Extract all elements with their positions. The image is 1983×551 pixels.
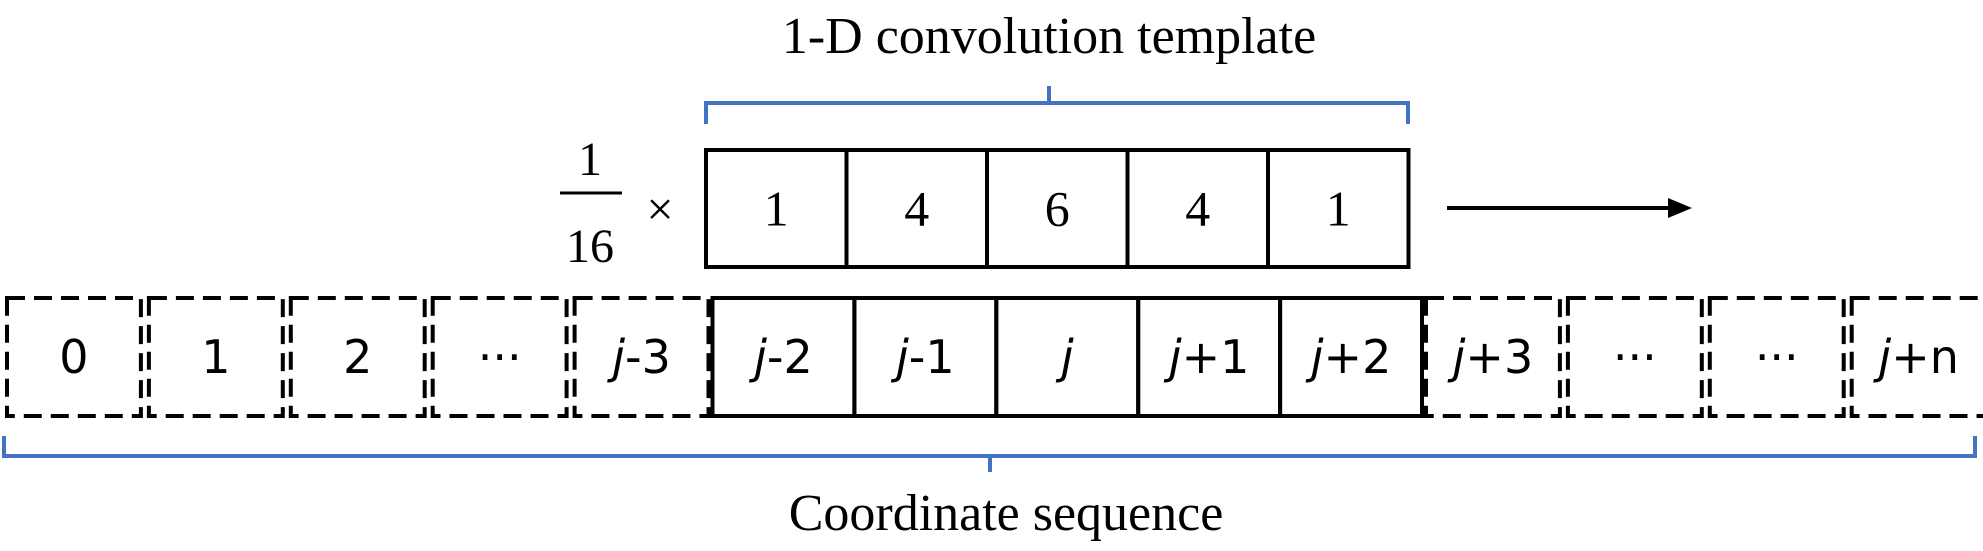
sequence-bracket <box>2 436 1977 472</box>
kernel-value: 6 <box>1045 181 1070 237</box>
sequence-label: ··· <box>1613 330 1657 384</box>
sequence-label: 2 <box>343 330 372 384</box>
sequence-cell-dashed <box>288 296 427 418</box>
sequence-label: j+n <box>1872 330 1958 384</box>
sequence-label: 1 <box>201 330 230 384</box>
sequence-cell-dashed <box>1424 296 1562 418</box>
sequence-label: j-1 <box>890 330 955 384</box>
scale-factor: 1 16 × <box>560 133 674 273</box>
sequence-cell-dashed <box>1565 296 1704 418</box>
template-bracket <box>704 86 1410 124</box>
sequence-cell-dashed <box>1849 296 1983 418</box>
sequence-cell-window <box>1278 296 1424 418</box>
kernel-value: 1 <box>764 181 789 237</box>
direction-arrow <box>1447 198 1692 218</box>
sequence-title: Coordinate sequence <box>789 485 1224 542</box>
sequence-cells: 0 1 2 ··· j-3 j-2 j-1 j j+1 j+2 j+3 ··· ··· j+n <box>5 296 1983 418</box>
sequence-cell-dashed <box>1707 296 1846 418</box>
fraction-denominator: 16 <box>566 220 614 273</box>
sequence-label: j <box>1055 330 1074 384</box>
sequence-label: ··· <box>478 330 522 384</box>
sequence-label: ··· <box>1755 330 1799 384</box>
fraction-numerator: 1 <box>578 133 602 186</box>
kernel-cell <box>1266 148 1411 269</box>
sequence-label: j+3 <box>1447 330 1534 384</box>
sequence-cell-dashed <box>430 296 569 418</box>
sequence-label: j+1 <box>1163 330 1250 384</box>
kernel-cells: 1 4 6 4 1 <box>704 148 1411 269</box>
sequence-cell-dashed <box>5 296 143 418</box>
sequence-label: j-2 <box>748 330 813 384</box>
sequence-cell-dashed <box>572 296 711 418</box>
kernel-value: 1 <box>1326 181 1351 237</box>
sequence-label: j+2 <box>1305 330 1392 384</box>
kernel-value: 4 <box>904 181 929 237</box>
sequence-label: j-3 <box>606 330 671 384</box>
sequence-label: 0 <box>59 330 88 384</box>
sequence-cell-dashed <box>146 296 285 418</box>
multiply-sign: × <box>646 183 673 236</box>
kernel-value: 4 <box>1185 181 1210 237</box>
template-title: 1-D convolution template <box>782 8 1316 65</box>
